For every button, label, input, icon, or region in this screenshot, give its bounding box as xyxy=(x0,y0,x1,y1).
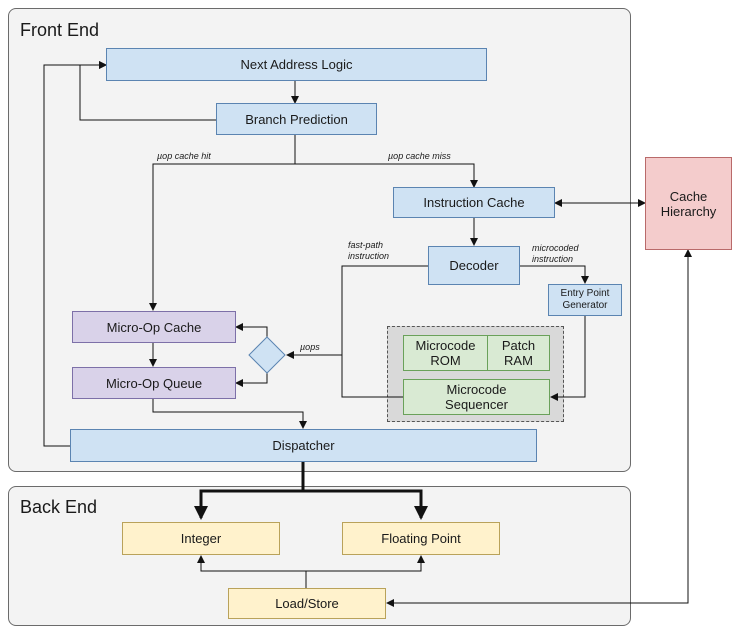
next-address-logic-block: Next Address Logic xyxy=(106,48,487,81)
floating-point-block: Floating Point xyxy=(342,522,500,555)
microcode-rom-block: Microcode ROM xyxy=(403,335,488,371)
fast-path-instruction-label: fast-path instruction xyxy=(348,240,390,261)
dispatcher-loop-line xyxy=(43,61,107,447)
cache-hierarchy-block: Cache Hierarchy xyxy=(645,157,732,250)
uop-cache-miss-line xyxy=(295,163,478,188)
branch-prediction-block: Branch Prediction xyxy=(216,103,377,135)
diamond-to-queue-line xyxy=(235,373,268,387)
to-fp-line xyxy=(306,555,425,572)
patch-ram-block: Patch RAM xyxy=(487,335,550,371)
front-end-title: Front End xyxy=(20,20,100,40)
microcoded-instruction-label: microcoded instruction xyxy=(532,243,579,264)
microcoded-line xyxy=(520,265,589,284)
epg-to-sequencer-line xyxy=(550,316,586,401)
instruction-cache-block: Instruction Cache xyxy=(393,187,555,218)
uop-cache-hit-line xyxy=(149,163,295,311)
dispatch-to-integer-line xyxy=(194,489,303,520)
uop-merge-diamond xyxy=(248,336,286,374)
integer-block: Integer xyxy=(122,522,280,555)
microcode-sequencer-block: Microcode Sequencer xyxy=(403,379,550,415)
uop-cache-miss-label: µop cache miss xyxy=(388,151,451,161)
micro-op-queue-block: Micro-Op Queue xyxy=(72,367,236,399)
to-integer-line xyxy=(197,555,306,572)
loadstore-to-hierarchy-line xyxy=(386,249,692,607)
dispatcher-block: Dispatcher xyxy=(70,429,537,462)
fast-path-line xyxy=(341,265,428,398)
load-store-block: Load/Store xyxy=(228,588,386,619)
entry-point-generator-block: Entry Point Generator xyxy=(548,284,622,316)
uops-label: µops xyxy=(300,342,320,352)
uop-cache-hit-label: µop cache hit xyxy=(157,151,211,161)
diamond-to-cache-line xyxy=(235,323,268,337)
back-end-title: Back End xyxy=(20,497,98,517)
decoder-block: Decoder xyxy=(428,246,520,285)
dispatch-to-fp-line xyxy=(303,489,428,520)
micro-op-cache-block: Micro-Op Cache xyxy=(72,311,236,343)
queue-to-dispatcher-line xyxy=(152,399,307,429)
